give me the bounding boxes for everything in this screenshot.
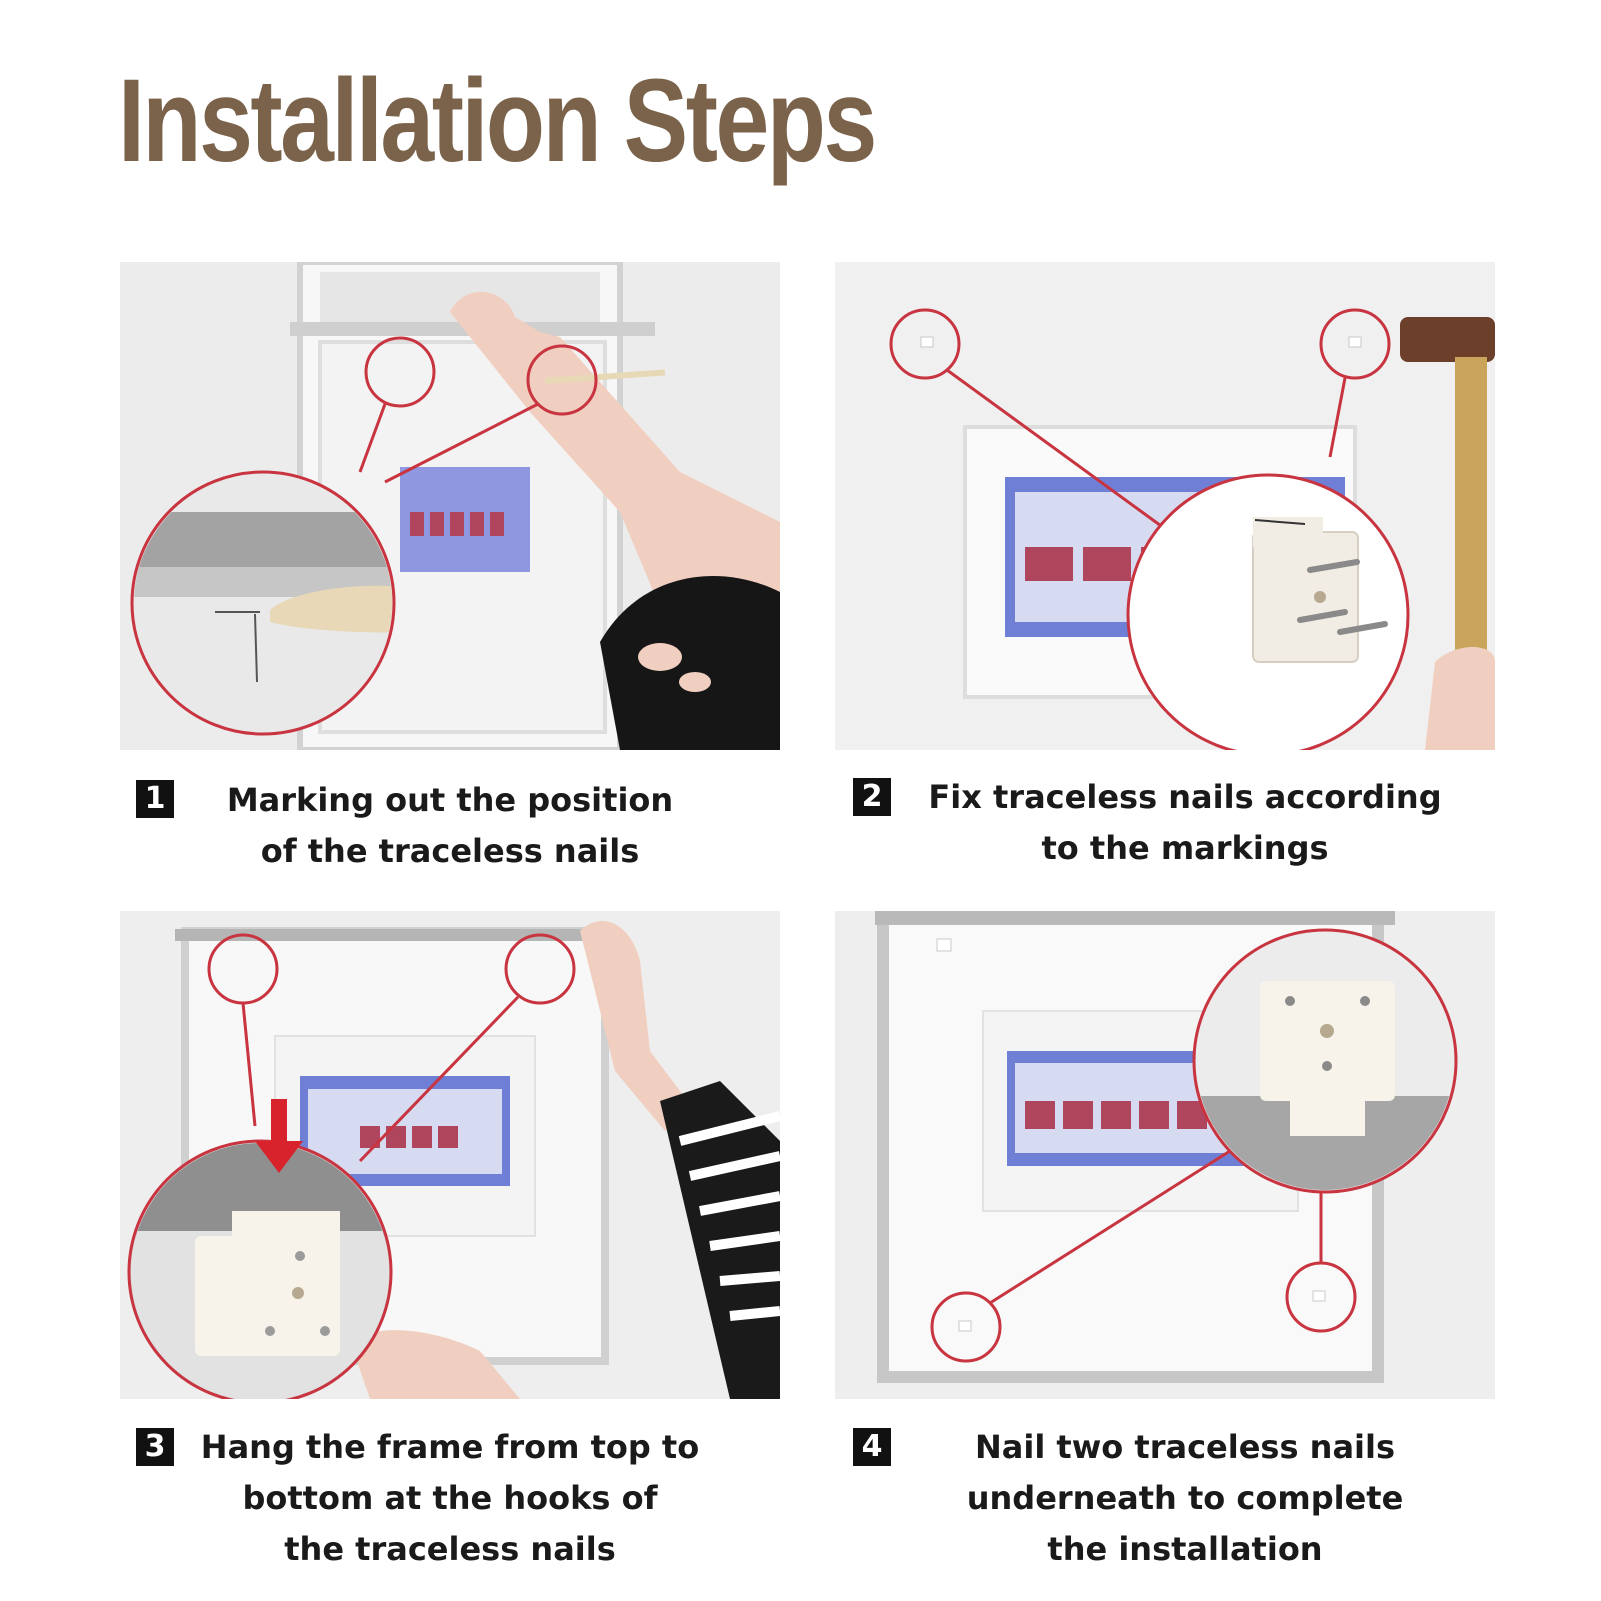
step-3-caption-line: Hang the frame from top to	[200, 1428, 700, 1466]
step-4-caption-line: Nail two traceless nails	[974, 1428, 1396, 1466]
step-4-number-badge: 4	[853, 1428, 891, 1466]
step-2-caption-line: to the markings	[1041, 829, 1329, 867]
step-3-caption: Hang the frame from top to bottom at the…	[200, 1422, 700, 1575]
step-1-caption: Marking out the position of the traceles…	[225, 775, 675, 877]
step-4-caption-line: underneath to complete	[966, 1479, 1404, 1517]
step-1-caption-line: of the traceless nails	[260, 832, 640, 870]
step-2-photo	[835, 262, 1495, 750]
step-2-caption: Fix traceless nails according to the mar…	[915, 772, 1455, 874]
step-4-caption: Nail two traceless nails underneath to c…	[940, 1422, 1430, 1575]
step-1-photo	[120, 262, 780, 750]
step-1-number-badge: 1	[136, 780, 174, 818]
step-1-caption-line: Marking out the position	[226, 781, 674, 819]
page-title: Installation Steps	[118, 55, 877, 187]
step-3-photo	[120, 911, 780, 1399]
step-4-photo	[835, 911, 1495, 1399]
step-3-caption-line: bottom at the hooks of	[242, 1479, 658, 1517]
step-4-caption-line: the installation	[1047, 1530, 1323, 1568]
step-3-caption-line: the traceless nails	[284, 1530, 616, 1568]
step-3-number-badge: 3	[136, 1428, 174, 1466]
step-2-caption-line: Fix traceless nails according	[928, 778, 1442, 816]
step-2-number-badge: 2	[853, 778, 891, 816]
